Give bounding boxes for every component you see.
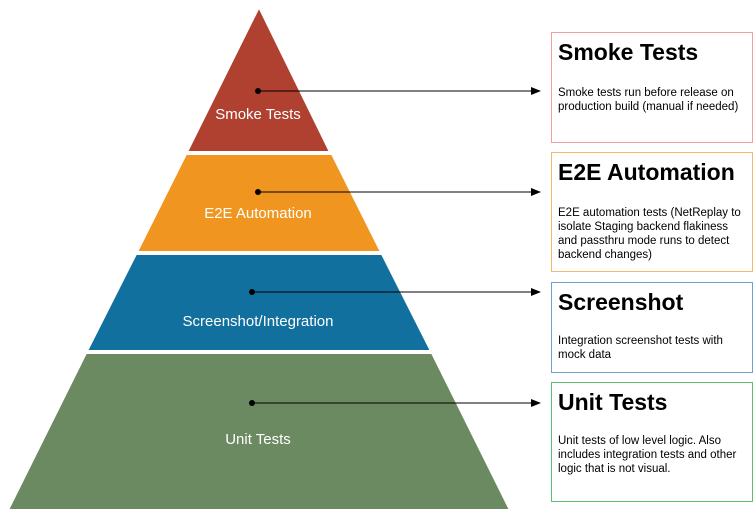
- tier-label-screenshot-integration: Screenshot/Integration: [183, 313, 334, 330]
- description-title-smoke-tests: Smoke Tests: [558, 39, 699, 65]
- description-text-unit-tests: Unit tests of low level logic. Also incl…: [558, 435, 737, 475]
- description-text-e2e-automation: E2E automation tests (NetReplay to isola…: [558, 207, 741, 261]
- tier-label-smoke-tests: Smoke Tests: [215, 106, 301, 123]
- connector-smoke-tests: [255, 87, 541, 95]
- description-box-unit-tests: Unit Tests Unit tests of low level logic…: [551, 382, 753, 502]
- description-text-smoke-tests: Smoke tests run before release on produc…: [558, 87, 739, 113]
- description-box-screenshot: Screenshot Integration screenshot tests …: [551, 282, 753, 373]
- connector-e2e-automation: [255, 188, 541, 196]
- tier-label-e2e-automation: E2E Automation: [204, 205, 312, 222]
- description-text-screenshot: Integration screenshot tests with mock d…: [558, 335, 723, 361]
- tier-smoke-tests: [185, 4, 332, 153]
- description-title-unit-tests: Unit Tests: [558, 389, 668, 415]
- connector-unit-tests: [249, 399, 541, 407]
- connector-screenshot: [249, 288, 541, 296]
- tier-label-unit-tests: Unit Tests: [225, 431, 291, 448]
- tier-e2e-automation: [135, 153, 383, 253]
- tier-screenshot-integration: [85, 253, 433, 352]
- description-box-smoke-tests: Smoke Tests Smoke tests run before relea…: [551, 32, 753, 143]
- description-title-screenshot: Screenshot: [558, 289, 684, 315]
- description-box-e2e-automation: E2E Automation E2E automation tests (Net…: [551, 152, 753, 272]
- description-title-e2e-automation: E2E Automation: [558, 159, 735, 185]
- tier-unit-tests: [6, 352, 512, 511]
